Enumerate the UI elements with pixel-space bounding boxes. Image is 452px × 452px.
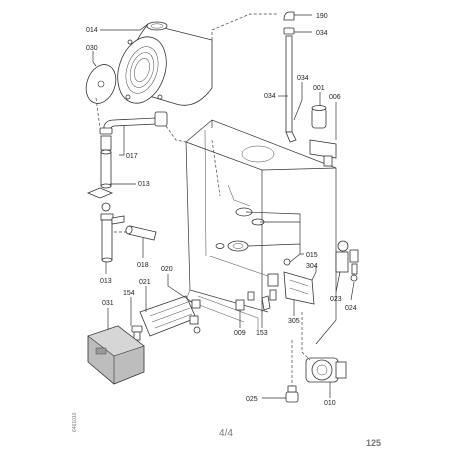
leader-lines xyxy=(92,13,355,399)
part-label-030: 030 xyxy=(86,45,98,52)
internal-rings-drawing xyxy=(215,207,291,266)
part-label-153: 153 xyxy=(256,330,268,337)
part-label-034-right: 034 xyxy=(297,75,309,82)
plug-drawing xyxy=(131,325,143,341)
drain-fitting-drawing xyxy=(285,385,299,403)
part-label-017: 017 xyxy=(126,153,138,160)
part-label-013-lower: 013 xyxy=(100,278,112,285)
doc-code: 6461010 xyxy=(72,412,78,432)
sheet-indicator: 4/4 xyxy=(219,428,233,439)
part-label-018: 018 xyxy=(137,262,149,269)
part-label-304: 304 xyxy=(306,263,318,270)
part-label-009: 009 xyxy=(234,330,246,337)
siphon-drawing xyxy=(86,187,125,263)
flue-hood-drawing xyxy=(117,21,213,106)
gasket-drawing xyxy=(85,64,117,104)
part-label-020: 020 xyxy=(161,266,173,273)
hose-drawing xyxy=(125,225,157,241)
part-label-305: 305 xyxy=(288,318,300,325)
part-label-024: 024 xyxy=(345,305,357,312)
page-footer: 6461010 4/4 125 xyxy=(72,412,381,448)
pump-connectors-drawing xyxy=(335,240,359,282)
page-number: 125 xyxy=(366,438,381,448)
part-label-006: 006 xyxy=(329,94,341,101)
part-label-031: 031 xyxy=(102,300,114,307)
part-label-001: 001 xyxy=(313,85,325,92)
fan-motor-drawing xyxy=(305,357,347,383)
heat-exchanger-drawing xyxy=(139,295,201,337)
part-label-013-upper: 013 xyxy=(138,181,150,188)
condensate-tube-upper-drawing xyxy=(100,149,112,189)
part-label-034-left: 034 xyxy=(264,93,276,100)
part-label-010: 010 xyxy=(324,400,336,407)
gas-pipe-assembly-drawing xyxy=(283,11,337,167)
part-label-190: 190 xyxy=(316,13,328,20)
part-label-014: 014 xyxy=(86,27,98,34)
part-label-015: 015 xyxy=(306,252,318,259)
gas-valve-area-drawing xyxy=(235,271,315,311)
control-box-drawing xyxy=(87,325,145,385)
part-label-025: 025 xyxy=(246,396,258,403)
part-label-154: 154 xyxy=(123,290,135,297)
part-label-034-top: 034 xyxy=(316,30,328,37)
part-label-023: 023 xyxy=(330,296,342,303)
part-labels: 014 030 017 013 013 018 190 034 034 034 … xyxy=(86,13,357,407)
elbow-pipe-drawing xyxy=(99,111,168,151)
part-label-021: 021 xyxy=(139,279,151,286)
